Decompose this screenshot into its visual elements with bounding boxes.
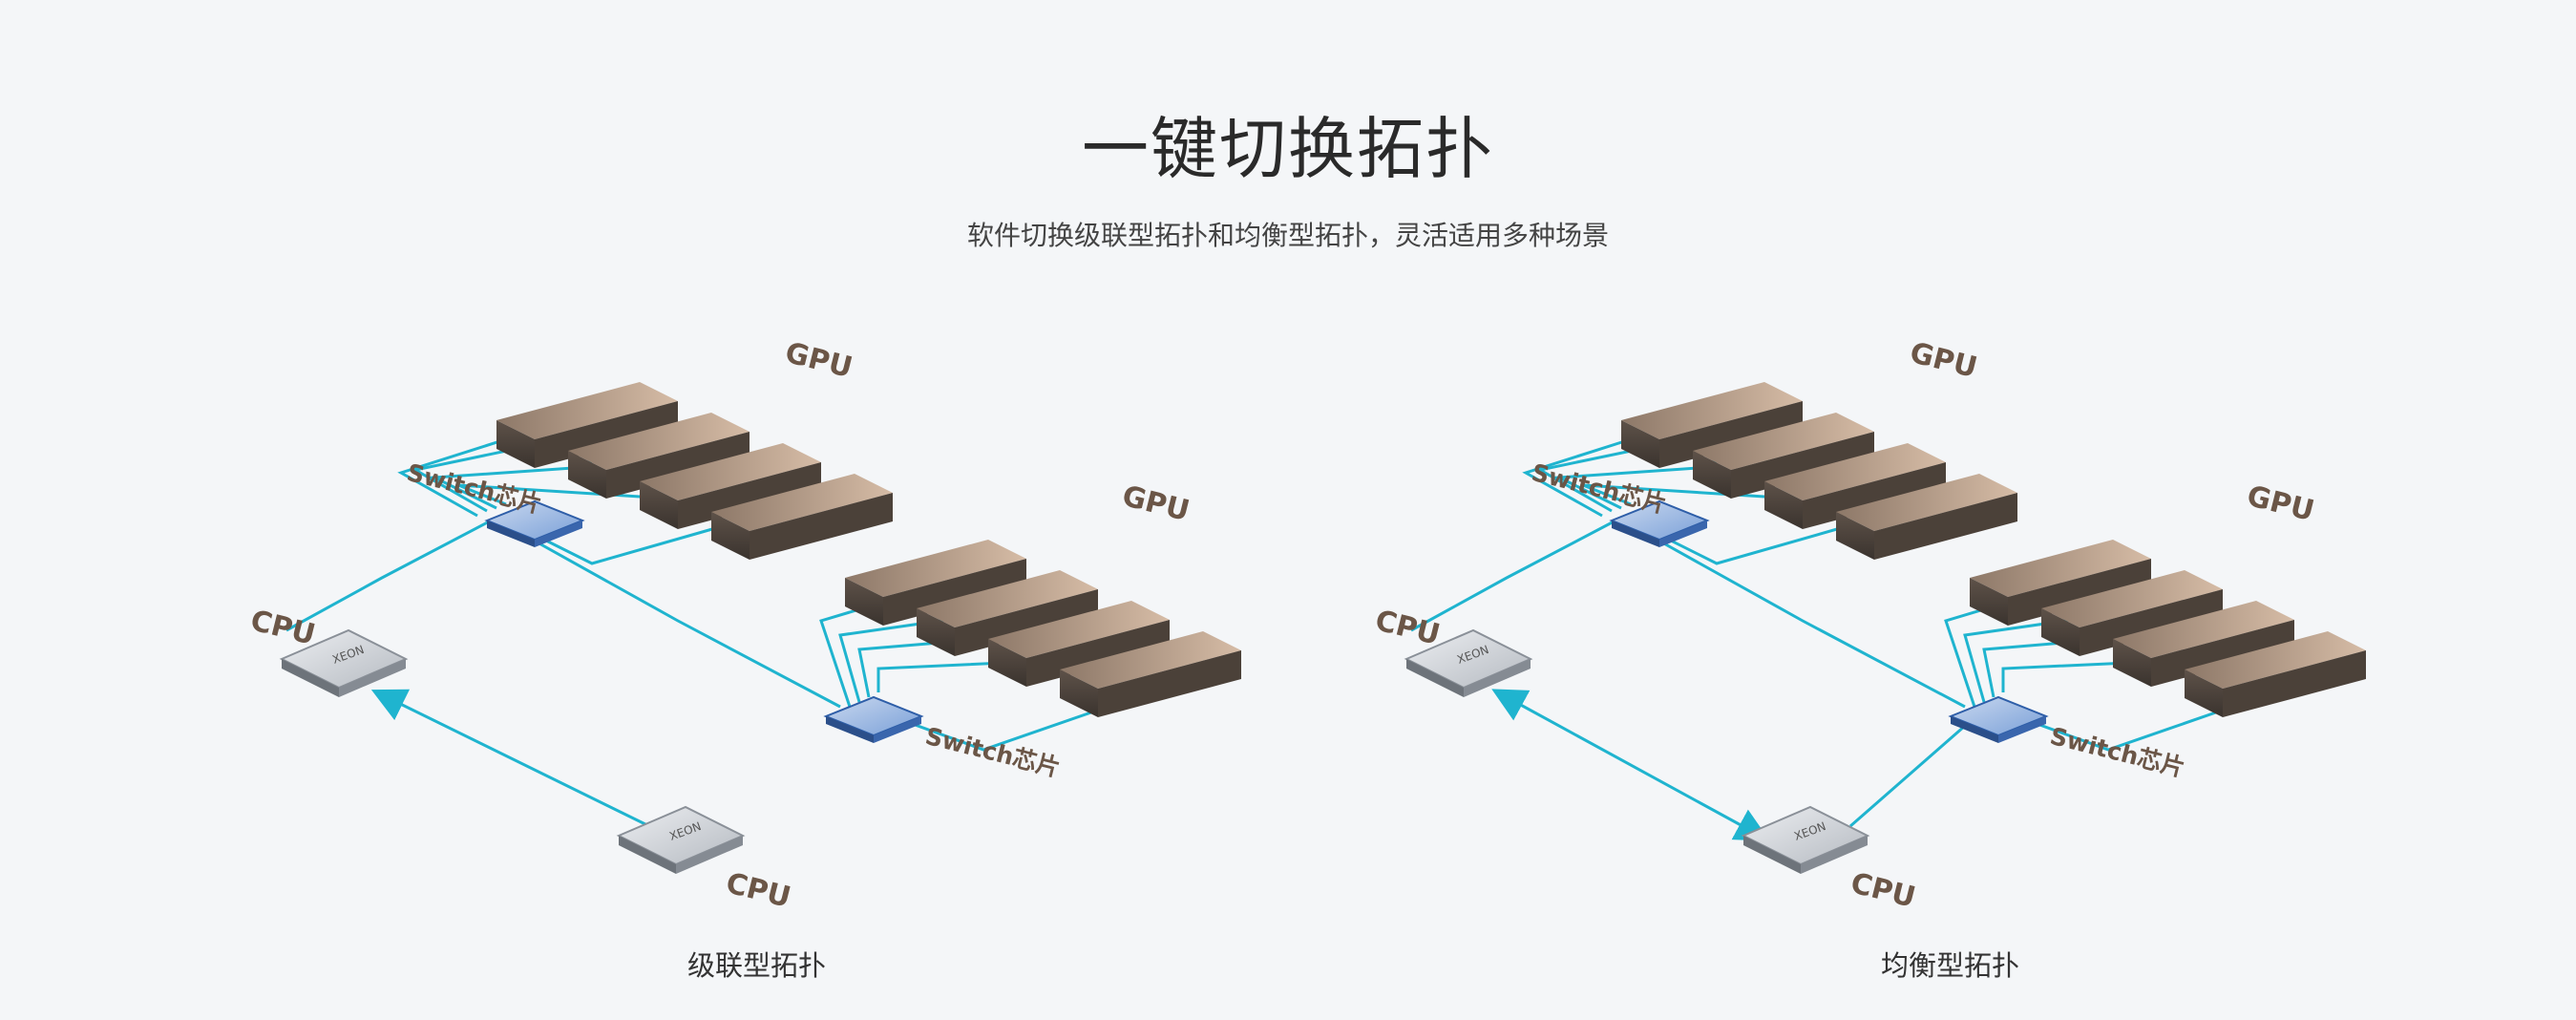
balanced-topology-diagram: XEON XEON GPU GPU Switch芯片 Switch芯片 CPU … — [1316, 306, 2509, 1012]
cascade-topology-diagram: XEON XEON GPU GPU Switch芯片 Switch芯片 CPU … — [191, 306, 1384, 1012]
gpu-group-right — [845, 540, 1241, 717]
switch-chip-top — [484, 499, 585, 547]
cpu-chip-left: XEON — [279, 628, 409, 697]
page-title: 一键切换拓扑 — [1082, 110, 1494, 188]
cpu-chip-left: XEON — [1404, 628, 1533, 697]
cascade-caption: 级联型拓扑 — [687, 949, 827, 982]
switch-chip-top — [1609, 499, 1710, 547]
cpu-chip-bottom: XEON — [1741, 805, 1870, 874]
balanced-caption: 均衡型拓扑 — [1881, 949, 2020, 982]
switch-chip-bottom — [1948, 695, 2049, 743]
switch-chip-bottom — [823, 695, 924, 743]
gpu-group-right — [1970, 540, 2366, 717]
gpu-group-top — [1621, 382, 2017, 560]
balanced-topology-illustration: XEON XEON — [1404, 382, 2366, 874]
gpu-group-top — [496, 382, 893, 560]
page-subtitle: 软件切换级联型拓扑和均衡型拓扑，灵活适用多种场景 — [966, 220, 1609, 251]
cpu-chip-bottom: XEON — [616, 805, 746, 874]
cascade-topology-illustration: XEON XEON — [279, 382, 1241, 874]
